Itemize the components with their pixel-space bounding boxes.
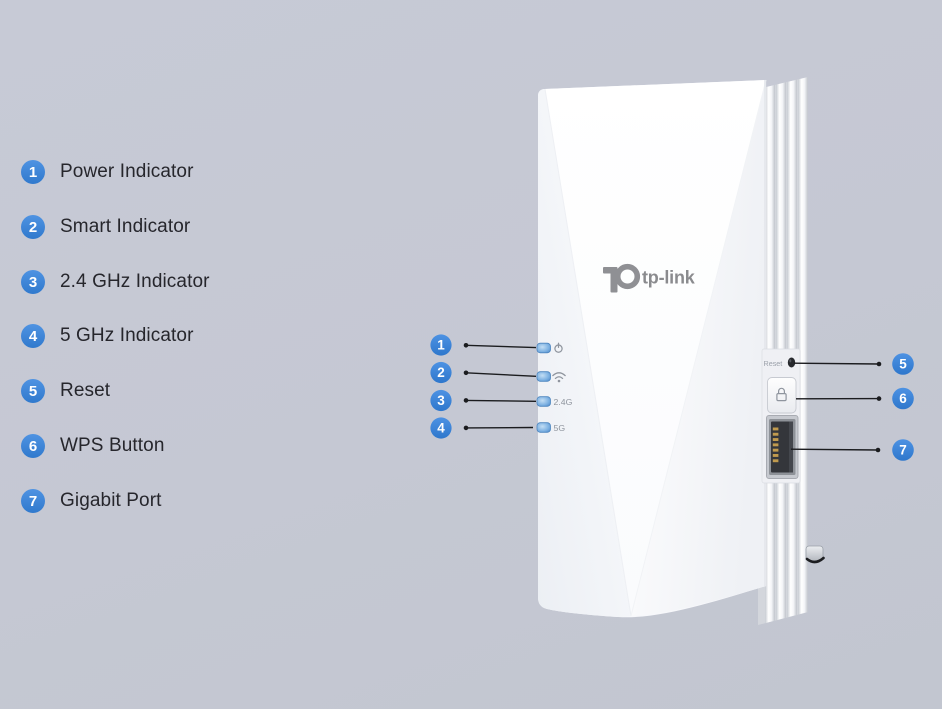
callout-number: 7 — [899, 443, 907, 458]
wps-button — [767, 377, 797, 414]
legend-item-gigabit-port: 7 Gigabit Port — [21, 489, 162, 513]
callout-5: 5 — [892, 353, 914, 375]
callout-6: 6 — [892, 387, 914, 410]
callout-badges: 1 2 3 4 5 6 7 — [430, 334, 914, 461]
side-panel: Reset — [761, 348, 801, 484]
legend-item-reset: 5 Reset — [21, 379, 110, 403]
legend-number-badge: 3 — [21, 270, 45, 294]
callout-number: 5 — [899, 357, 907, 372]
callout-4: 4 — [430, 417, 452, 439]
legend-label: 2.4 GHz Indicator — [60, 271, 210, 292]
callout-number: 4 — [437, 421, 445, 436]
power-plug-prong — [805, 545, 825, 564]
legend-item-smart-indicator: 2 Smart Indicator — [21, 215, 190, 239]
legend-number-badge: 1 — [21, 160, 45, 184]
callout-number: 2 — [437, 365, 445, 380]
legend-item-5ghz-indicator: 4 5 GHz Indicator — [21, 324, 194, 348]
legend-label: Reset — [60, 380, 111, 401]
legend-label: Power Indicator — [60, 161, 194, 182]
callout-1: 1 — [430, 334, 452, 356]
reset-label: Reset — [764, 359, 783, 368]
power-led — [536, 342, 551, 354]
legend-label: 5 GHz Indicator — [60, 325, 194, 346]
5ghz-led — [536, 422, 551, 433]
legend-number-badge: 6 — [21, 434, 45, 458]
tp-link-logo: tp-link — [603, 263, 696, 293]
legend-number-badge: 4 — [21, 324, 45, 348]
brand-wordmark: tp-link — [642, 268, 696, 288]
reset-hole — [787, 357, 796, 368]
led-strip: 2.4G 5G — [536, 342, 573, 433]
legend-item-wps-button: 6 WPS Button — [21, 434, 165, 458]
24ghz-led — [536, 396, 551, 407]
led-label-5g: 5G — [554, 423, 566, 433]
lock-icon — [776, 387, 787, 402]
callout-number: 3 — [437, 393, 445, 408]
legend-label: Smart Indicator — [60, 216, 191, 237]
legend-item-24ghz-indicator: 3 2.4 GHz Indicator — [21, 270, 210, 294]
logo-ring — [614, 263, 641, 290]
legend-number-badge: 5 — [21, 379, 45, 403]
smart-led — [536, 371, 551, 382]
callout-3: 3 — [430, 389, 452, 412]
legend-label: WPS Button — [60, 435, 165, 456]
wifi-icon — [552, 372, 566, 383]
fin-ridge — [798, 77, 808, 625]
callout-number: 6 — [899, 391, 907, 406]
gigabit-port — [766, 415, 799, 479]
legend-label: Gigabit Port — [60, 490, 162, 511]
callout-dots — [463, 343, 882, 453]
legend-number-badge: 2 — [21, 215, 45, 239]
callout-lines — [465, 344, 880, 451]
legend-item-power-indicator: 1 Power Indicator — [21, 160, 194, 184]
callout-number: 1 — [437, 338, 445, 353]
legend-number-badge: 7 — [21, 489, 45, 513]
power-icon — [554, 342, 563, 353]
device-front-face — [538, 79, 767, 618]
callout-2: 2 — [430, 361, 452, 384]
callout-7: 7 — [892, 439, 914, 461]
led-label-24g: 2.4G — [554, 397, 573, 407]
port-pins — [772, 427, 779, 463]
